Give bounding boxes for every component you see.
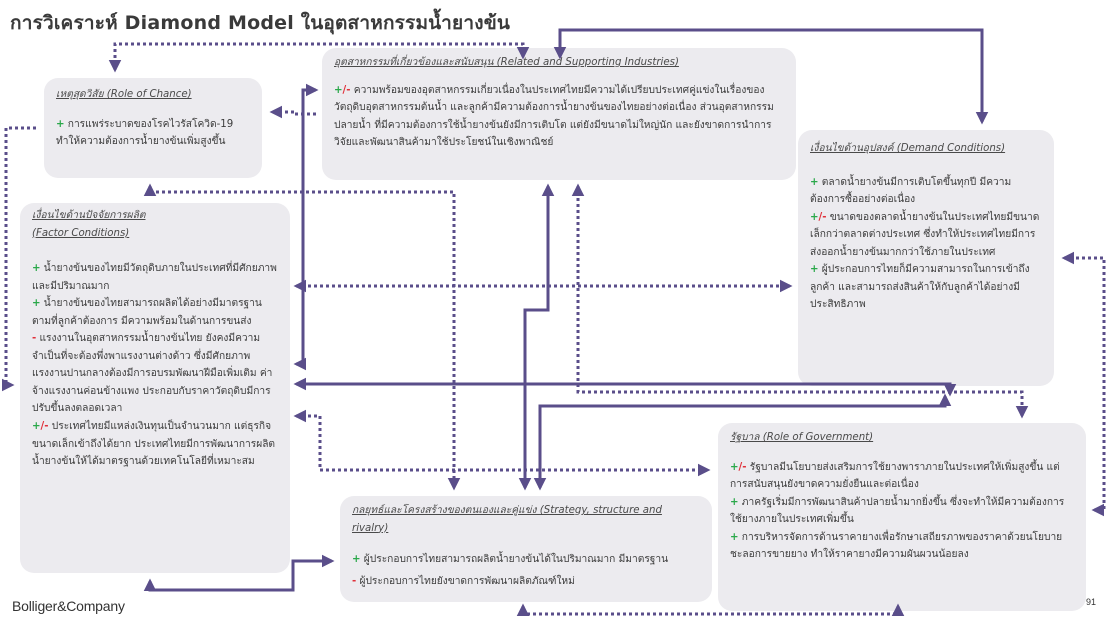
list-item: + ภาครัฐเริ่มมีการพัฒนาสินค้าปลายน้ำมากย… xyxy=(730,494,1074,529)
chance-box: เหตุสุดวิสัย (Role of Chance) + การแพร่ร… xyxy=(44,78,262,178)
demand-title: เงื่อนไขด้านอุปสงค์ (Demand Conditions) xyxy=(810,143,1006,154)
list-item: + การแพร่ระบาดของโรคไวรัสโควิด-19 ทำให้ค… xyxy=(56,116,250,151)
dotted-arrow xyxy=(293,409,711,477)
company-logo: Bolliger&Company xyxy=(12,598,125,614)
plus-sign: + xyxy=(32,298,41,310)
item-text: ขนาดของตลาดน้ำยางข้นในประเทศไทยมีขนาดเล็… xyxy=(810,211,1040,258)
item-text: ภาครัฐเริ่มมีการพัฒนาสินค้าปลายน้ำมากยิ่… xyxy=(730,496,1065,526)
chance-title: เหตุสุดวิสัย (Role of Chance) xyxy=(56,89,192,100)
related-box: อุตสาหกรรมที่เกี่ยวข้องและสนับสนุน (Rela… xyxy=(322,48,796,180)
list-item: +/- ประเทศไทยมีแหล่งเงินทุนเป็นจำนวนมาก … xyxy=(32,418,278,471)
item-text: ผู้ประกอบการไทยก็มีความสามารถในการเข้าถึ… xyxy=(810,264,1030,311)
item-text: ความพร้อมของอุตสาหกรรมเกี่ยวเนื่องในประเ… xyxy=(334,84,774,149)
page-title: การวิเคราะห์ Diamond Model ในอุตสาหกรรมน… xyxy=(10,12,511,34)
plus-sign: + xyxy=(810,264,819,276)
item-text: แรงงานในอุตสาหกรรมน้ำยางข้นไทย ยังคงมีคว… xyxy=(32,333,273,415)
item-text: ผู้ประกอบการไทยยังขาดการพัฒนาผลิตภัณฑ์ให… xyxy=(359,575,575,587)
solid-arrow xyxy=(518,183,555,491)
related-title: อุตสาหกรรมที่เกี่ยวข้องและสนับสนุน (Rela… xyxy=(334,57,679,68)
plus-sign: + xyxy=(32,263,41,275)
item-text: ตลาดน้ำยางข้นมีการเติบโตขึ้นทุกปี มีความ… xyxy=(810,176,1012,206)
list-item: +/- รัฐบาลมีนโยบายส่งเสริมการใช้ยางพาราภ… xyxy=(730,459,1074,494)
item-text: รัฐบาลมีนโยบายส่งเสริมการใช้ยางพาราภายใน… xyxy=(730,461,1060,491)
item-text: ประเทศไทยมีแหล่งเงินทุนเป็นจำนวนมาก แต่ธ… xyxy=(32,421,276,468)
list-item: + น้ำยางข้นของไทยมีวัตถุดิบภายในประเทศที… xyxy=(32,260,278,295)
page-number: 91 xyxy=(1086,597,1097,607)
item-text: ผู้ประกอบการไทยสามารถผลิตน้ำยางข้นได้ในป… xyxy=(363,554,669,566)
item-text: การแพร่ระบาดของโรคไวรัสโควิด-19 ทำให้ควา… xyxy=(56,118,234,148)
plus-minus-sign: +/- xyxy=(730,461,747,473)
item-text: น้ำยางข้นของไทยมีวัตถุดิบภายในประเทศที่ม… xyxy=(32,263,277,292)
plus-minus-sign: +/- xyxy=(32,421,49,433)
government-title: รัฐบาล (Role of Government) xyxy=(730,432,874,443)
factor-title-en: (Factor Conditions) xyxy=(32,227,130,239)
list-item: + การบริหารจัดการด้านราคายางเพื่อรักษาเส… xyxy=(730,529,1074,564)
factor-box: เงื่อนไขด้านปัจจัยการผลิต (Factor Condit… xyxy=(20,203,290,573)
solid-arrow xyxy=(293,83,319,371)
list-item: +/- ความพร้อมของอุตสาหกรรมเกี่ยวเนื่องใน… xyxy=(334,82,784,152)
plus-sign: + xyxy=(56,118,65,130)
minus-sign: - xyxy=(352,575,357,587)
list-item: + ตลาดน้ำยางข้นมีการเติบโตขึ้นทุกปี มีคว… xyxy=(810,174,1042,209)
list-item: +/- ขนาดของตลาดน้ำยางข้นในประเทศไทยมีขนา… xyxy=(810,209,1042,262)
list-item: - แรงงานในอุตสาหกรรมน้ำยางข้นไทย ยังคงมี… xyxy=(32,330,278,418)
government-box: รัฐบาล (Role of Government) +/- รัฐบาลมี… xyxy=(718,423,1086,611)
plus-sign: + xyxy=(730,531,739,543)
plus-sign: + xyxy=(352,554,361,566)
item-text: การบริหารจัดการด้านราคายางเพื่อรักษาเสถี… xyxy=(730,531,1063,561)
plus-minus-sign: +/- xyxy=(810,211,827,223)
list-item: + น้ำยางข้นของไทยสามารถผลิตได้อย่างมีมาต… xyxy=(32,295,278,330)
list-item: + ผู้ประกอบการไทยก็มีความสามารถในการเข้า… xyxy=(810,261,1042,314)
list-item: + ผู้ประกอบการไทยสามารถผลิตน้ำยางข้นได้ใ… xyxy=(352,551,700,569)
plus-minus-sign: +/- xyxy=(334,84,351,96)
item-text: น้ำยางข้นของไทยสามารถผลิตได้อย่างมีมาตรฐ… xyxy=(32,298,262,327)
plus-sign: + xyxy=(730,496,739,508)
demand-box: เงื่อนไขด้านอุปสงค์ (Demand Conditions) … xyxy=(798,130,1054,386)
strategy-title: กลยุทธ์และโครงสร้างของตนเองและคู่แข่ง (S… xyxy=(352,505,662,534)
list-item: - ผู้ประกอบการไทยยังขาดการพัฒนาผลิตภัณฑ์… xyxy=(352,573,700,591)
dotted-arrow xyxy=(269,105,316,119)
factor-title: เงื่อนไขด้านปัจจัยการผลิต xyxy=(32,210,146,221)
strategy-box: กลยุทธ์และโครงสร้างของตนเองและคู่แข่ง (S… xyxy=(340,496,712,602)
minus-sign: - xyxy=(32,333,37,345)
plus-sign: + xyxy=(810,176,819,188)
